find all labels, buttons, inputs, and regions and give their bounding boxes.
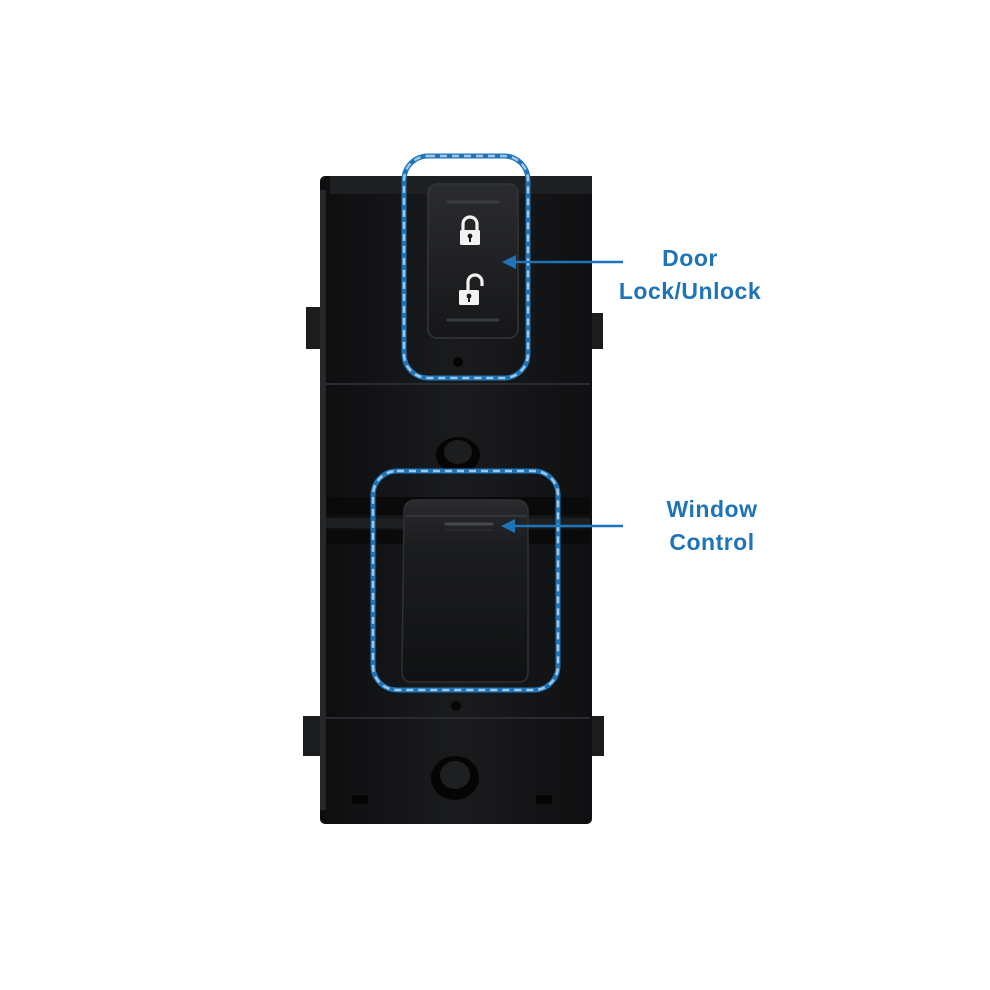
left-clip-tab-upper — [306, 307, 322, 349]
door-lock-label-line2: Lock/Unlock — [618, 278, 762, 304]
screw-dot-lower — [451, 701, 461, 711]
padlock-open-icon — [459, 273, 484, 305]
window-control-highlight — [370, 468, 561, 693]
bottom-slot-right — [536, 795, 552, 804]
door-lock-arrow — [502, 255, 623, 269]
mounting-hole-upper — [436, 437, 480, 473]
door-lock-callout-label: Door Lock/Unlock — [600, 242, 780, 308]
window-control-paddle[interactable] — [401, 499, 529, 683]
padlock-closed-icon — [460, 215, 480, 245]
screw-dot-upper — [453, 357, 463, 367]
door-lock-highlight — [401, 153, 531, 381]
door-lock-label-line1: Door — [662, 245, 718, 271]
right-clip-tab-upper — [591, 313, 603, 349]
window-control-label-line1: Window — [666, 496, 758, 522]
mounting-hole-lower — [431, 756, 479, 800]
bottom-slot-left — [352, 795, 368, 804]
window-control-arrow — [501, 519, 623, 533]
window-control-callout-label: Window Control — [622, 493, 802, 559]
window-control-label-line2: Control — [669, 529, 755, 555]
left-clip-tab-lower — [303, 716, 321, 756]
